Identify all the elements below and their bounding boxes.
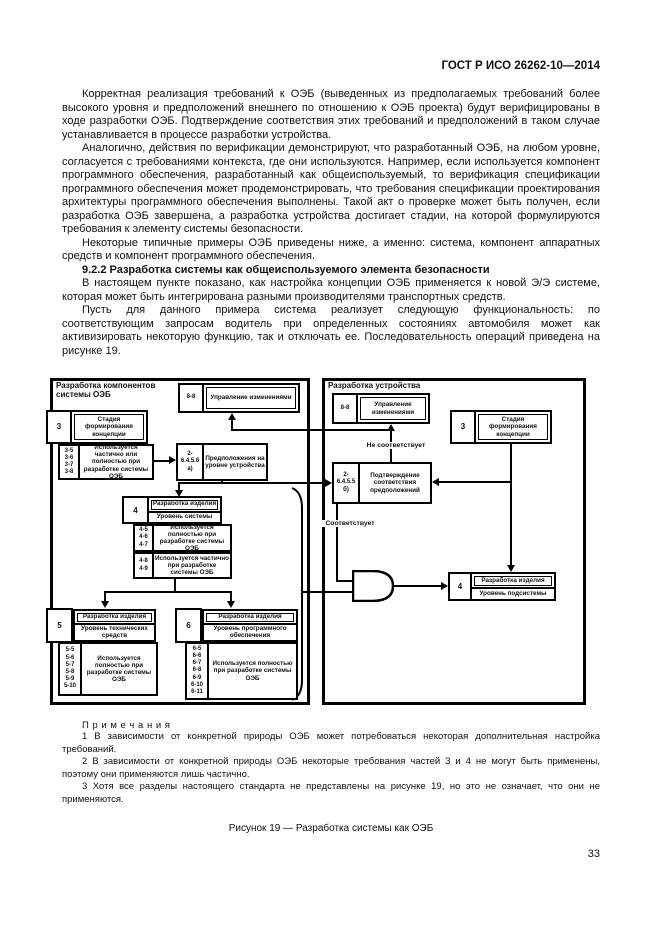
box-used-fully-4: 4-5 4-6 4-7 Используется полностью при р… [133,524,232,552]
arrow-right-icon [325,479,332,487]
box-number: 6-5 6-6 6-7 6-8 6-9 6-10 6-11 [187,644,209,698]
box-change-management-right: 8-8 Управление изменениями [332,393,430,424]
flow-line [301,591,353,593]
dev-title: Разработка изделия [151,500,218,510]
box-number: 4-5 4-6 4-7 [135,526,154,550]
box-label: Используется частично при разработке сис… [154,554,230,577]
box-used-fully-5: 5-5 5-6 5-7 5-8 5-9 5-10 Используется по… [58,642,158,696]
notes-title: П р и м е ч а н и я [82,720,171,731]
box-dev-system-header: Разработка изделия Уровень системы [147,496,222,524]
box-concept-phase-right: 3 Стадия формирования концепции [450,410,552,444]
right-panel-border [322,378,586,705]
box-number: 3 [452,412,476,442]
right-panel-title: Разработка устройства [328,381,421,390]
box-label: Используется полностью при разработке си… [86,654,152,684]
dev-title: Разработка изделия [474,576,552,586]
box-number: 4 [450,574,472,599]
flow-line [231,429,392,431]
box-label: Управление изменениями [206,387,296,409]
flow-line [154,460,170,462]
doc-number: ГОСТ Р ИСО 26262-10—2014 [441,60,600,72]
arrow-right-icon [169,456,176,464]
flow-line [104,591,106,601]
box-number: 2- 6.4.5.5 б) [334,464,360,502]
box-dev-subsystem: 4 Разработка изделия Уровень подсистемы [448,572,556,601]
note-1: 1 В зависимости от конкретной природы ОЭ… [62,731,600,755]
flow-line [510,444,512,566]
page-number: 33 [587,847,600,860]
body-text: Корректная реализация требований к ОЭБ (… [62,88,600,358]
box-usage-parts-3: 3-5 3-6 3-7 3-8 Используется частично ил… [58,444,154,480]
and-gate-icon [352,570,394,602]
note-2: 2 В зависимости от конкретной природы ОЭ… [62,756,600,780]
box-used-fully-6: 6-5 6-6 6-7 6-8 6-9 6-10 6-11 Использует… [185,642,298,700]
box-label: Подтверждение соответствия предположений [370,472,420,494]
para-2: Аналогично, действия по верификации демо… [62,142,600,235]
flow-line [178,482,326,484]
flow-line [104,591,232,593]
para-1: Корректная реализация требований к ОЭБ (… [62,88,600,141]
label-not-comply: Не соответствует [358,442,434,450]
box-confirmation-of-assumptions: 2- 6.4.5.5 б) Подтверждение соответствия… [332,462,432,504]
para-4: В настоящем пункте показано, как настрой… [62,277,600,303]
notes-section: П р и м е ч а н и я 1 В зависимости от к… [62,720,600,807]
para-5: Пусть для данного примера система реализ… [62,304,600,357]
box-concept-phase-left: 3 Стадия формирования концепции [46,410,148,444]
box-part-4: 4 [122,496,149,524]
left-panel-border [50,378,310,705]
flow-line [174,578,176,593]
box-number: 4-8 4-9 [135,554,154,577]
flow-line [336,580,353,582]
figure-19-diagram: Разработка компонентов системы ОЭБ Разра… [46,374,589,712]
label-comply: Соответствует [317,520,383,528]
box-number: 2- 6.4.5.6 а) [178,445,204,479]
dev-title: Разработка изделия [77,613,152,622]
box-change-management-left: 8-8 Управление изменениями [178,383,300,413]
section-heading-9-2-2: 9.2.2 Разработка системы как общеиспольз… [82,263,490,276]
arrow-down-icon [227,601,235,608]
box-used-partially-4: 4-8 4-9 Используется частично при разраб… [133,552,232,579]
dev-title: Разработка изделия [206,613,294,622]
box-part-6: 6 [175,608,202,643]
para-3: Некоторые типичные примеры ОЭБ приведены… [62,236,600,263]
dev-level: Уровень технических средств [75,622,154,641]
box-assumptions-item-level: 2- 6.4.5.6 а) Предположения на уровне ус… [176,443,268,481]
box-number: 5-5 5-6 5-7 5-8 5-9 5-10 [60,644,82,694]
box-label: Управление изменениями [360,397,426,420]
box-label: Используется частично или полностью при … [83,444,149,480]
arrow-left-icon [432,478,439,486]
arrow-down-icon [507,565,515,572]
flow-line [178,482,180,491]
flow-line [221,478,223,484]
flow-line [230,591,232,601]
box-number: 3 [48,412,72,442]
box-dev-hardware-header: Разработка изделия Уровень технических с… [73,609,156,642]
note-3: 3 Хотя все разделы настоящего стандарта … [62,781,600,805]
box-label: Используется полностью при разработке си… [212,660,293,682]
box-number: 8-8 [334,395,358,422]
flow-line [392,585,442,587]
box-label: Стадия формирования концепции [478,414,548,440]
dev-level: Уровень программного обеспечения [204,622,296,641]
figure-caption: Рисунок 19 — Разработка системы как ОЭБ [228,822,434,834]
box-dev-software-header: Разработка изделия Уровень программного … [202,609,298,642]
dev-level: Уровень системы [149,510,220,523]
flow-line [438,481,511,483]
flow-line [231,419,233,431]
box-number: 8-8 [180,385,204,411]
box-number: 3-5 3-6 3-7 3-8 [60,446,80,478]
left-panel-title: Разработка компонентов системы ОЭБ [56,381,156,400]
arrow-up-icon [228,413,236,420]
arrow-down-icon [175,490,183,497]
box-label: Предположения на уровне устройства [205,454,265,469]
box-part-5: 5 [46,608,73,643]
box-label: Стадия формирования концепции [74,414,144,440]
flow-line [336,504,338,582]
arrow-up-icon [387,424,395,431]
box-label: Используется полностью при разработке си… [159,523,225,553]
arrow-right-icon [441,582,448,590]
arrow-down-icon [101,601,109,608]
dev-level: Уровень подсистемы [472,587,554,599]
